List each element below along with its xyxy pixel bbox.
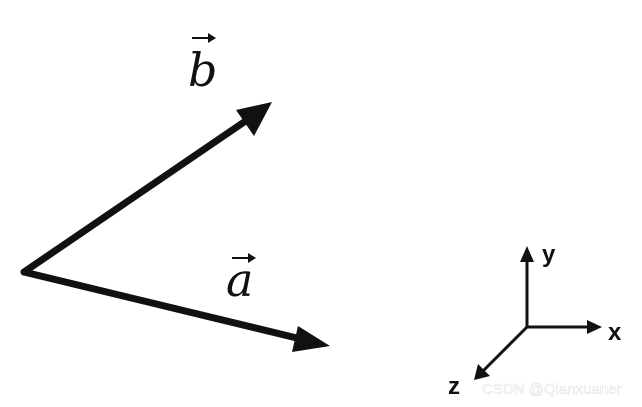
vector-b — [20, 102, 272, 276]
x-axis-arrowhead — [587, 320, 602, 334]
watermark-text: CSDN @Qianxuaner — [482, 381, 621, 398]
vector-a-overarrow-icon — [232, 253, 256, 263]
vector-b-arrowhead — [236, 102, 272, 136]
vector-b-label: b — [188, 43, 217, 97]
vector-a — [20, 268, 330, 352]
vector-b-label-group: b — [188, 33, 217, 97]
vector-a-arrowhead — [292, 326, 330, 352]
z-axis-label: z — [448, 373, 460, 400]
y-axis-arrowhead — [520, 246, 534, 262]
y-axis-label: y — [542, 241, 556, 268]
vector-b-overarrow-icon — [192, 33, 216, 43]
z-axis-arrowhead — [474, 364, 490, 380]
x-axis-label: x — [608, 319, 622, 346]
vector-a-label-group: a — [226, 253, 256, 307]
axes-triad: y x z — [448, 241, 622, 400]
z-axis — [480, 325, 529, 374]
